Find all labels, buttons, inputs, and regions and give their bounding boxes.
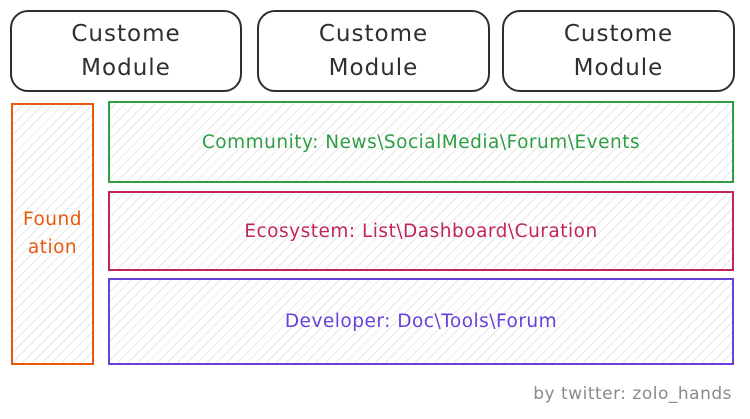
custom-module-2-line2: Module [328, 55, 419, 81]
custom-module-1: Custome Module [10, 10, 242, 92]
custom-module-3-line1: Custome [563, 21, 674, 47]
developer-layer-label: Developer: Doc\Tools\Forum [284, 311, 558, 332]
credit-text: by twitter: zolo_hands [533, 384, 732, 404]
custom-module-1-label: Custome Module [71, 17, 180, 85]
ecosystem-layer-label: Ecosystem: List\Dashboard\Curation [244, 220, 598, 242]
custom-module-3-label: Custome Module [564, 17, 673, 85]
custom-module-2: Custome Module [257, 10, 490, 92]
custom-module-1-line2: Module [81, 55, 171, 81]
foundation-block: Found ation [11, 103, 94, 365]
foundation-label-line2: ation [27, 237, 78, 258]
custom-module-1-line1: Custome [71, 21, 181, 47]
custom-module-2-line1: Custome [318, 21, 429, 47]
custom-module-3: Custome Module [502, 10, 735, 92]
community-layer-label: Community: News\SocialMedia\Forum\Events [201, 131, 641, 153]
foundation-label-line1: Found [23, 209, 82, 230]
ecosystem-layer: Ecosystem: List\Dashboard\Curation [108, 191, 734, 271]
developer-layer: Developer: Doc\Tools\Forum [108, 278, 734, 365]
custom-module-3-line2: Module [573, 55, 664, 81]
custom-module-2-label: Custome Module [319, 17, 428, 85]
community-layer: Community: News\SocialMedia\Forum\Events [108, 101, 734, 183]
